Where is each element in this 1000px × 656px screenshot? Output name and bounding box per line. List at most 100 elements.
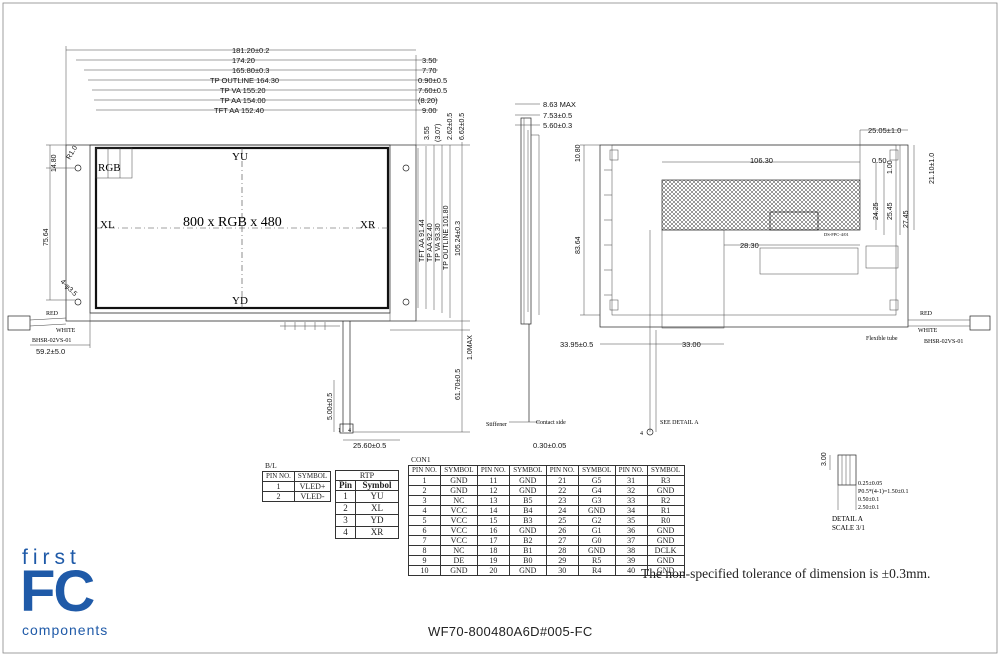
table-cell: GND xyxy=(646,485,685,496)
table-cell: R5 xyxy=(577,555,616,566)
con-header: PIN NO. xyxy=(614,465,648,476)
rtp-header-symbol: Symbol xyxy=(355,480,400,491)
table-cell: GND xyxy=(508,525,547,536)
table-cell: R1 xyxy=(646,505,685,516)
table-cell: 20 xyxy=(476,565,510,576)
con-header: PIN NO. xyxy=(545,465,579,476)
table-cell: 10 xyxy=(408,565,441,576)
mount-hole xyxy=(402,164,410,172)
table-row: 2 VLED- xyxy=(262,491,332,502)
detail-a-scale: SCALE 3/1 xyxy=(832,524,865,532)
table-cell: 19 xyxy=(476,555,510,566)
dim-tp-outline-v: TP OUTLINE 101.80 xyxy=(443,205,450,270)
con-header: PIN NO. xyxy=(476,465,510,476)
table-cell: 4 xyxy=(334,526,357,539)
dim-14-80: 14.80 xyxy=(51,154,58,172)
table-cell: 34 xyxy=(614,505,648,516)
table-cell: GND xyxy=(439,475,478,486)
table-cell: VCC xyxy=(439,505,478,516)
table-cell: 23 xyxy=(545,495,579,506)
see-detail-a-label: SEE DETAIL A xyxy=(660,420,699,426)
dim-r1: R1.0 xyxy=(66,145,80,161)
back-pin-four: 4 xyxy=(640,431,643,437)
detail-dim-2-50: 2.50±0.1 xyxy=(858,505,879,511)
pin-one-mark: 1 xyxy=(338,428,341,434)
dim-33-00: 33.00 xyxy=(682,340,701,349)
rgb-label: RGB xyxy=(98,162,121,174)
detail-a-fpc xyxy=(837,454,857,486)
dim-0-90: 0.90±0.5 xyxy=(418,76,447,85)
logo-fc: FC xyxy=(20,559,95,624)
table-cell: 21 xyxy=(545,475,579,486)
resolution-label: 800 x RGB x 480 xyxy=(183,215,282,230)
table-cell: 6 xyxy=(408,525,441,536)
table-cell: G1 xyxy=(577,525,616,536)
table-cell: B1 xyxy=(508,545,547,556)
dim-3-55: 3.55 xyxy=(424,126,431,140)
table-cell: 1 xyxy=(408,475,441,486)
table-cell: G4 xyxy=(577,485,616,496)
table-cell: GND xyxy=(646,555,685,566)
dim-59-2: 59.2±5.0 xyxy=(36,347,65,356)
axis-yd: YD xyxy=(232,295,248,307)
rtp-table-title: RTP xyxy=(334,470,400,481)
table-cell: 30 xyxy=(545,565,579,576)
front-view-labels: 181.20±0.2 174.20 165.80±0.3 TP OUTLINE … xyxy=(32,46,474,450)
axis-yu: YU xyxy=(232,151,248,163)
con1-pin-table: PIN NO. SYMBOL PIN NO. SYMBOL PIN NO. SY… xyxy=(408,465,685,576)
back-view: 25.05±1.0 106.30 0.50 1.00 24.25 25.45 2… xyxy=(560,126,991,437)
table-cell: R2 xyxy=(646,495,685,506)
table-cell: 24 xyxy=(545,505,579,516)
dim-tp-va: TP VA 155.20 xyxy=(220,86,266,95)
bl-pin-table: PIN NO. SYMBOL 1 VLED+ 2 VLED- xyxy=(262,471,332,502)
rtp-tail-connector xyxy=(339,423,354,434)
table-cell: 3 xyxy=(334,514,357,527)
table-cell: 31 xyxy=(614,475,648,486)
dim-0-50: 0.50 xyxy=(872,156,887,165)
logo-first: first xyxy=(22,546,81,569)
table-cell: 26 xyxy=(545,525,579,536)
dim-27-45: 27.45 xyxy=(903,210,910,228)
table-cell: 1 xyxy=(334,490,357,503)
table-cell: 22 xyxy=(545,485,579,496)
detail-dim-pitch: P0.5*(4-1)=1.50±0.1 xyxy=(858,488,909,495)
table-cell: G2 xyxy=(577,515,616,526)
dim-7-60: 7.60±0.5 xyxy=(418,86,447,95)
dim-28-30: 28.30 xyxy=(740,241,759,250)
dim-tp-va-v: TP VA 93.30 xyxy=(435,223,442,262)
table-cell: VCC xyxy=(439,535,478,546)
table-cell: NC xyxy=(439,495,478,506)
table-cell: 25 xyxy=(545,515,579,526)
table-cell: DE xyxy=(439,555,478,566)
table-cell: B3 xyxy=(508,515,547,526)
dim-5-60: 5.60±0.3 xyxy=(543,121,572,130)
table-cell: 7 xyxy=(408,535,441,546)
dim-106-30: 106.30 xyxy=(750,156,773,165)
rgb-cell xyxy=(95,147,133,179)
front-view xyxy=(7,46,470,441)
dim-3-07: (3.07) xyxy=(435,124,442,142)
bl-header-symbol: SYMBOL xyxy=(293,471,332,482)
table-cell: G3 xyxy=(577,495,616,506)
table-cell: VLED+ xyxy=(293,481,332,492)
dim-25-60: 25.60±0.5 xyxy=(353,441,386,450)
table-cell: 33 xyxy=(614,495,648,506)
fpc-part-label: DS-FPC-4/01 xyxy=(824,232,849,237)
table-cell: G0 xyxy=(577,535,616,546)
side-profile xyxy=(520,117,532,325)
back-frame xyxy=(599,144,909,328)
table-cell: 15 xyxy=(476,515,510,526)
con-table-title: CON1 xyxy=(411,455,431,464)
table-cell: NC xyxy=(439,545,478,556)
back-white-label: WHITE xyxy=(918,328,938,334)
dim-7-53: 7.53±0.5 xyxy=(543,111,572,120)
table-cell: 14 xyxy=(476,505,510,516)
dim-9-00: 9.00 xyxy=(422,106,437,115)
table-cell: VCC xyxy=(439,515,478,526)
table-cell: GND xyxy=(439,565,478,576)
